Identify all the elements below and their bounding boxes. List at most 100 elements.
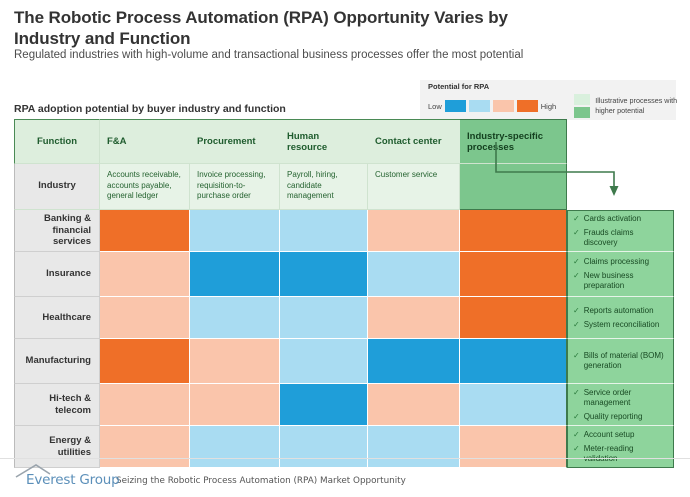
column-header-procurement: Procurement [190,119,280,164]
heat-cell [460,384,567,426]
process-list-cell: ✓Service order management ✓Quality report… [567,384,674,426]
process-item: ✓Meter-reading validation [573,444,669,464]
header-corner-industry: Industry [14,164,100,210]
heat-cell [100,339,190,384]
everest-group-logo: Everest Group [14,463,120,489]
logo-chevron-icon [15,464,51,478]
page-title: The Robotic Process Automation (RPA) Opp… [14,8,508,48]
check-icon: ✓ [573,305,580,315]
heat-cell [100,297,190,339]
column-examples-procurement: Invoice processing, requisition-to-purch… [190,164,280,210]
process-item: ✓New business preparation [573,271,669,291]
check-icon: ✓ [573,351,580,360]
row-label-hi-tech-telecom: Hi-tech & telecom [14,384,100,426]
process-label: Cards activation [583,214,642,223]
legend-swatch-pale-green [574,94,591,105]
column-examples-contact-center: Customer service [368,164,460,210]
table-row: Banking & financial services ✓Cards activ… [14,210,674,252]
row-label-manufacturing: Manufacturing [14,339,100,384]
check-icon: ✓ [573,257,580,266]
heat-cell [280,252,368,297]
heat-cell [368,210,460,252]
check-icon: ✓ [573,214,580,223]
heat-cell [280,339,368,384]
table-row: Energy & utilities✓Account setup✓Meter-r… [14,426,674,468]
process-item: ✓Account setup [573,430,669,440]
heat-cell [460,210,567,252]
legend-low-label: Low [428,101,442,111]
process-label: Frauds claims discovery [583,228,634,247]
column-header-industry-specific-processes: Industry-specific processes [460,119,567,164]
heat-cell [190,252,280,297]
process-list-cell: ✓Bills of material (BOM) generation [567,339,674,384]
column-header-f-a: F&A [100,119,190,164]
process-list-cell: ✓Cards activation✓Frauds claims discover… [567,210,674,252]
process-label: New business preparation [583,271,634,290]
table-row: Manufacturing ✓Bills of material (BOM) ge… [14,339,674,384]
footer-divider [0,458,690,459]
column-examples-industry-specific-processes [460,164,567,210]
table-row: Hi-tech & telecom ✓Service order manageme… [14,384,674,426]
check-icon: ✓ [573,319,580,329]
process-item: ✓Service order management [573,388,669,408]
table-body: Banking & financial services✓Cards activ… [14,210,674,468]
heat-cell [280,384,368,426]
heat-cell [460,339,567,384]
heat-cell [368,252,460,297]
footer: Everest Group Seizing the Robotic Proces… [14,463,406,489]
process-label: Claims processing [583,257,650,266]
row-label-insurance: Insurance [14,252,100,297]
check-icon: ✓ [573,443,580,453]
check-icon: ✓ [573,411,580,421]
heat-cell [368,384,460,426]
process-item: ✓Frauds claims discovery [573,228,669,248]
table-row: Healthcare✓Reports automation✓System rec… [14,297,674,339]
legend: Potential for RPA Low High Illustrative … [420,80,677,120]
heat-cell [190,426,280,468]
process-item: ✓Cards activation [573,214,669,224]
heat-cell [190,297,280,339]
row-label-banking-financial-services: Banking & financial services [14,210,100,252]
check-icon: ✓ [573,387,580,397]
process-item: ✓Bills of material (BOM) generation [573,351,669,371]
process-list-cell: ✓Reports automation✓System reconciliatio… [567,297,674,339]
check-icon: ✓ [573,429,580,439]
legend-swatch-green [574,107,591,118]
process-label: Service order management [583,387,632,407]
process-item: ✓Claims processing [573,257,669,267]
table-row: Insurance✓Claims processing✓New business… [14,252,674,297]
process-label: Reports automation [583,305,654,315]
legend-swatch-darkblue [444,100,466,112]
column-examples-human-resource: Payroll, hiring, candidate management [280,164,368,210]
legend-scale: Low High [428,100,556,112]
check-icon: ✓ [573,271,580,280]
column-examples-f-a: Accounts receivable, accounts payable, g… [100,164,190,210]
legend-high-label: High [540,101,557,111]
brand-name: Everest Group [26,472,120,488]
legend-swatch-darkorange [516,100,538,112]
heat-cell [100,384,190,426]
legend-swatch-lightblue [468,100,490,112]
process-label: Meter-reading validation [583,443,634,463]
heat-cell [190,210,280,252]
legend-illustrative: Illustrative processes with higher poten… [574,94,687,118]
heat-cell [368,297,460,339]
process-list-cell: ✓Account setup✓Meter-reading validation [567,426,674,468]
heat-cell [368,426,460,468]
footer-caption: Seizing the Robotic Process Automation (… [116,476,406,486]
legend-swatch-lightorange [492,100,514,112]
heat-cell [280,297,368,339]
process-label: Account setup [583,429,635,439]
heat-cell [100,252,190,297]
column-header-contact-center: Contact center [368,119,460,164]
column-header-human-resource: Human resource [280,119,368,164]
process-item: ✓Quality reporting [573,412,669,422]
section-label: RPA adoption potential by buyer industry… [14,103,286,115]
heat-cell [280,210,368,252]
heat-cell [460,252,567,297]
heat-cell [368,339,460,384]
